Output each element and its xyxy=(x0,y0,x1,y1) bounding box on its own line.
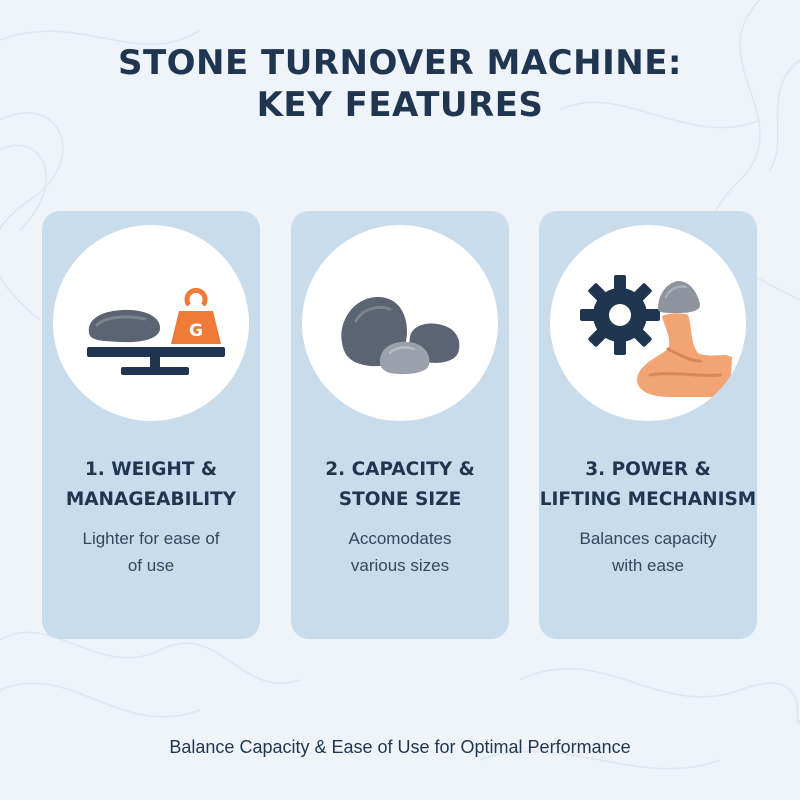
feature-card-power: 3. POWER & LIFTING MECHANISM Balances ca… xyxy=(539,211,757,639)
feature-heading-line-2: STONE SIZE xyxy=(338,489,462,510)
feature-card-capacity: 2. CAPACITY & STONE SIZE Accomodates var… xyxy=(291,211,509,639)
feature-description-line-1: Balances capacity xyxy=(579,529,717,548)
feature-description: Accomodates various sizes xyxy=(291,525,509,579)
feature-card-weight: G 1. WEIGHT & MANAGEABILITY Lighter for … xyxy=(42,211,260,639)
feature-description: Lighter for ease of of use xyxy=(42,525,260,579)
feature-heading: 3. POWER & LIFTING MECHANISM xyxy=(529,455,767,515)
feature-heading-line-1: 3. POWER & xyxy=(585,459,711,480)
title-line-2: KEY FEATURES xyxy=(256,85,544,125)
feature-heading-line-1: 1. WEIGHT & xyxy=(84,459,218,480)
feature-heading-line-1: 2. CAPACITY & xyxy=(325,459,475,480)
stones-icon xyxy=(341,297,460,375)
feature-icon-circle xyxy=(302,225,498,421)
weight-letter: G xyxy=(189,321,203,341)
feature-heading-line-2: LIFTING MECHANISM xyxy=(539,489,757,510)
feature-description-line-1: Lighter for ease of xyxy=(82,529,220,548)
feature-description-line-2: with ease xyxy=(612,556,684,575)
feature-description-line-2: of use xyxy=(127,556,175,575)
feature-description: Balances capacity with ease xyxy=(539,525,757,579)
title-line-1: STONE TURNOVER MACHINE: xyxy=(117,43,683,83)
feature-heading: 1. WEIGHT & MANAGEABILITY xyxy=(32,455,270,515)
page-title: STONE TURNOVER MACHINE: KEY FEATURES xyxy=(0,42,800,126)
footer-tagline: Balance Capacity & Ease of Use for Optim… xyxy=(169,737,631,757)
scale-with-stone-and-weight-icon: G xyxy=(87,287,225,375)
feature-description-line-1: Accomodates xyxy=(348,529,452,548)
feature-icon-circle: G xyxy=(53,225,249,421)
feature-heading: 2. CAPACITY & STONE SIZE xyxy=(281,455,519,515)
feature-icon-circle xyxy=(550,225,746,421)
feature-description-line-2: various sizes xyxy=(350,556,450,575)
feature-heading-line-2: MANAGEABILITY xyxy=(65,489,237,510)
gear-and-flexed-arm-icon xyxy=(580,275,732,397)
